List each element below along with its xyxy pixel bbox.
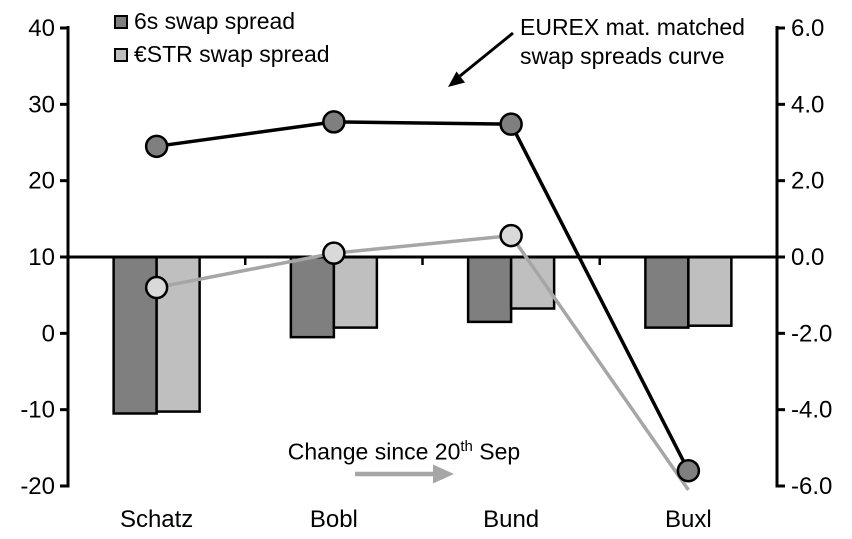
zero-baseline — [68, 255, 777, 265]
change-annotation-prefix: Change since 20 — [287, 438, 461, 465]
estr-line-series — [144, 223, 690, 491]
bar-estr-buxl — [687, 255, 733, 327]
left-axis-tick-label: 20 — [28, 168, 55, 195]
legend-label-estr: €STR swap spread — [134, 41, 330, 67]
right-axis-tick-label: 0.0 — [791, 244, 824, 271]
change-annotation-suffix: Sep — [472, 438, 521, 465]
left-axis-tick-label: 30 — [28, 91, 55, 118]
sixs-marker-bobl — [322, 110, 346, 134]
legend-label-6s: 6s swap spread — [134, 8, 296, 34]
bar-6s-bobl — [289, 255, 336, 339]
curve-annotation-text: EUREX mat. matched swap spreads curve — [520, 14, 745, 69]
right-axis: 6.0 4.0 2.0 0.0 -2.0 -4.0 -6.0 — [775, 15, 832, 500]
legend-item-estr: €STR swap spread — [114, 38, 330, 71]
bar-estr-bobl — [332, 255, 379, 329]
bar-6s-buxl — [644, 255, 690, 329]
estr-marker-bund — [499, 223, 523, 248]
legend-item-6s: 6s swap spread — [114, 5, 330, 38]
category-axis-labels: Schatz Bobl Bund Buxl — [120, 506, 712, 533]
bars-group — [112, 255, 733, 415]
change-annotation-text: Change since 20th Sep — [254, 438, 554, 465]
chart-legend: 6s swap spread €STR swap spread — [114, 5, 330, 71]
right-axis-tick-label: -4.0 — [791, 397, 832, 424]
sixs-line-series — [144, 110, 701, 483]
right-axis-tick-label: 4.0 — [791, 91, 824, 118]
sixs-marker-bund — [499, 112, 523, 136]
right-axis-tick-label: -6.0 — [791, 473, 832, 500]
category-label-bobl: Bobl — [310, 506, 358, 533]
category-label-schatz: Schatz — [120, 506, 193, 533]
sixs-marker-buxl — [676, 458, 701, 483]
legend-swatch-6s-icon — [114, 14, 128, 29]
sixs-marker-schatz — [144, 134, 169, 159]
left-axis-tick-label: 10 — [28, 244, 55, 271]
right-axis-tick-label: 6.0 — [791, 15, 824, 42]
left-axis: 40 30 20 10 0 -10 -20 — [20, 15, 70, 500]
change-annotation-arrow-icon — [355, 464, 454, 484]
left-axis-tick-label: -20 — [20, 473, 55, 500]
category-label-buxl: Buxl — [665, 506, 712, 533]
left-axis-tick-label: 40 — [28, 15, 55, 42]
left-axis-tick-label: 0 — [42, 320, 55, 347]
left-axis-tick-label: -10 — [20, 397, 55, 424]
change-annotation-superscript: th — [460, 438, 473, 455]
right-axis-tick-label: 2.0 — [791, 168, 824, 195]
estr-marker-schatz — [144, 275, 169, 300]
legend-swatch-estr-icon — [114, 47, 128, 62]
category-label-bund: Bund — [483, 506, 539, 533]
right-axis-tick-label: -2.0 — [791, 320, 832, 347]
curve-annotation-arrow-icon — [448, 31, 514, 87]
bar-6s-bund — [466, 255, 513, 324]
estr-marker-bobl — [322, 241, 346, 265]
